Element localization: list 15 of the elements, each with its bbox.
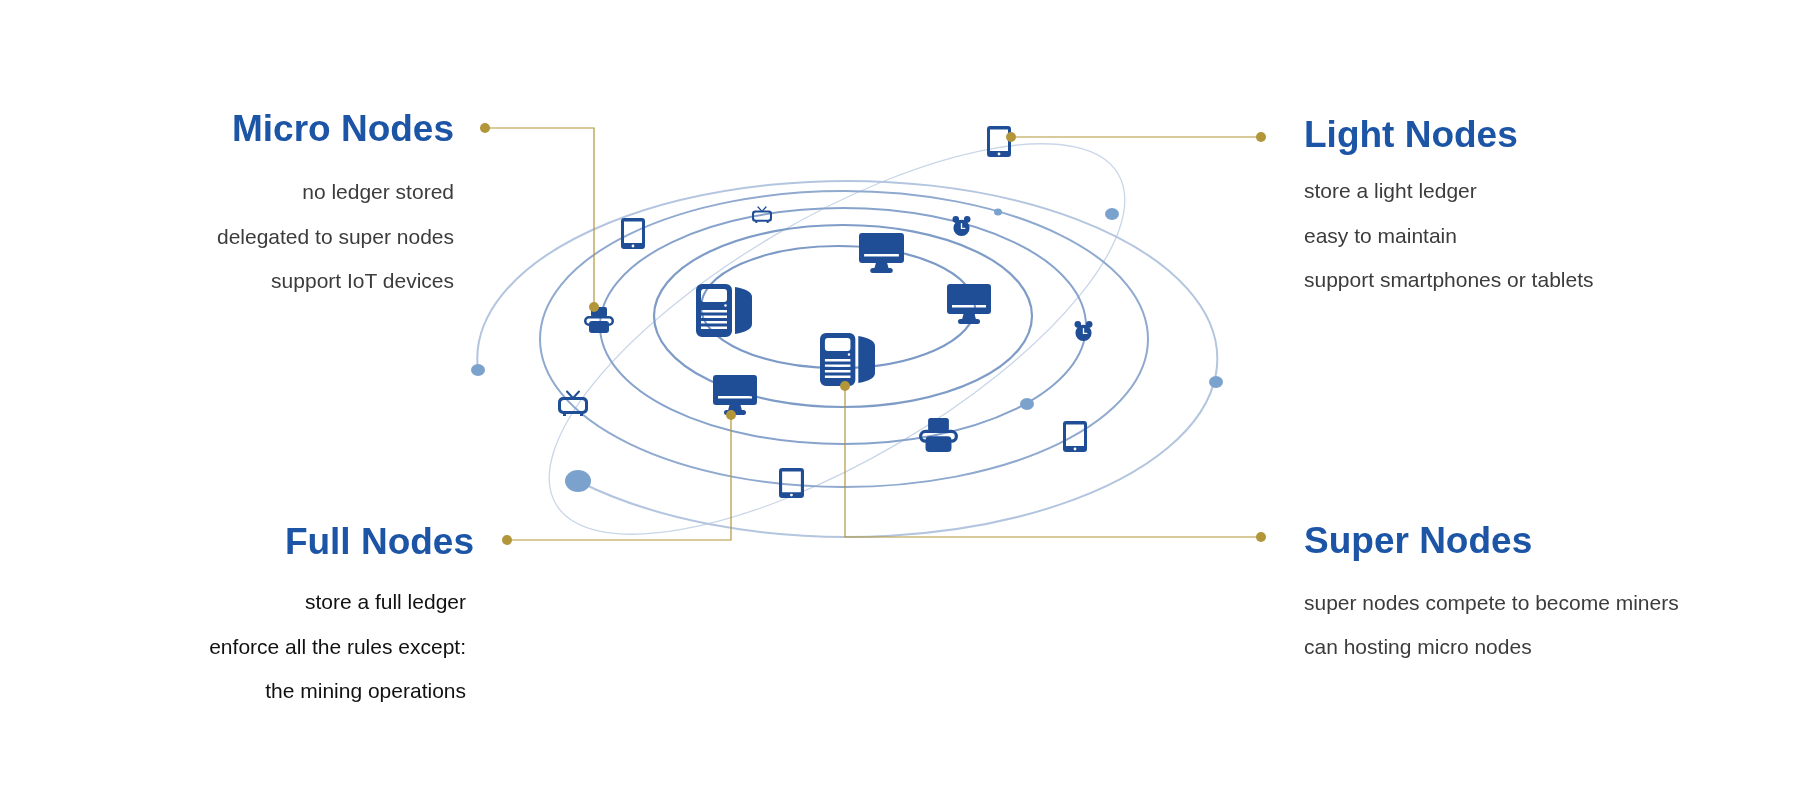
description-text: no ledger stored [302,179,454,205]
description-text: easy to maintain [1304,222,1457,248]
description-text: support smartphones or tablets [1304,267,1594,293]
description-text: store a light ledger [1304,178,1477,204]
description-text: support IoT devices [271,268,454,294]
description-text: the mining operations [265,678,466,704]
description-text: can hosting micro nodes [1304,634,1532,660]
description-text: store a full ledger [304,589,466,615]
heading: Light Nodes [1304,113,1518,157]
description-text: super nodes compete to become miners [1304,590,1679,616]
description-text: enforce all the rules except: [209,633,466,659]
heading: Full Nodes [284,520,474,564]
heading: Super Nodes [1304,519,1533,563]
heading: Micro Nodes [231,107,454,151]
description-text: delegated to super nodes [216,223,454,249]
